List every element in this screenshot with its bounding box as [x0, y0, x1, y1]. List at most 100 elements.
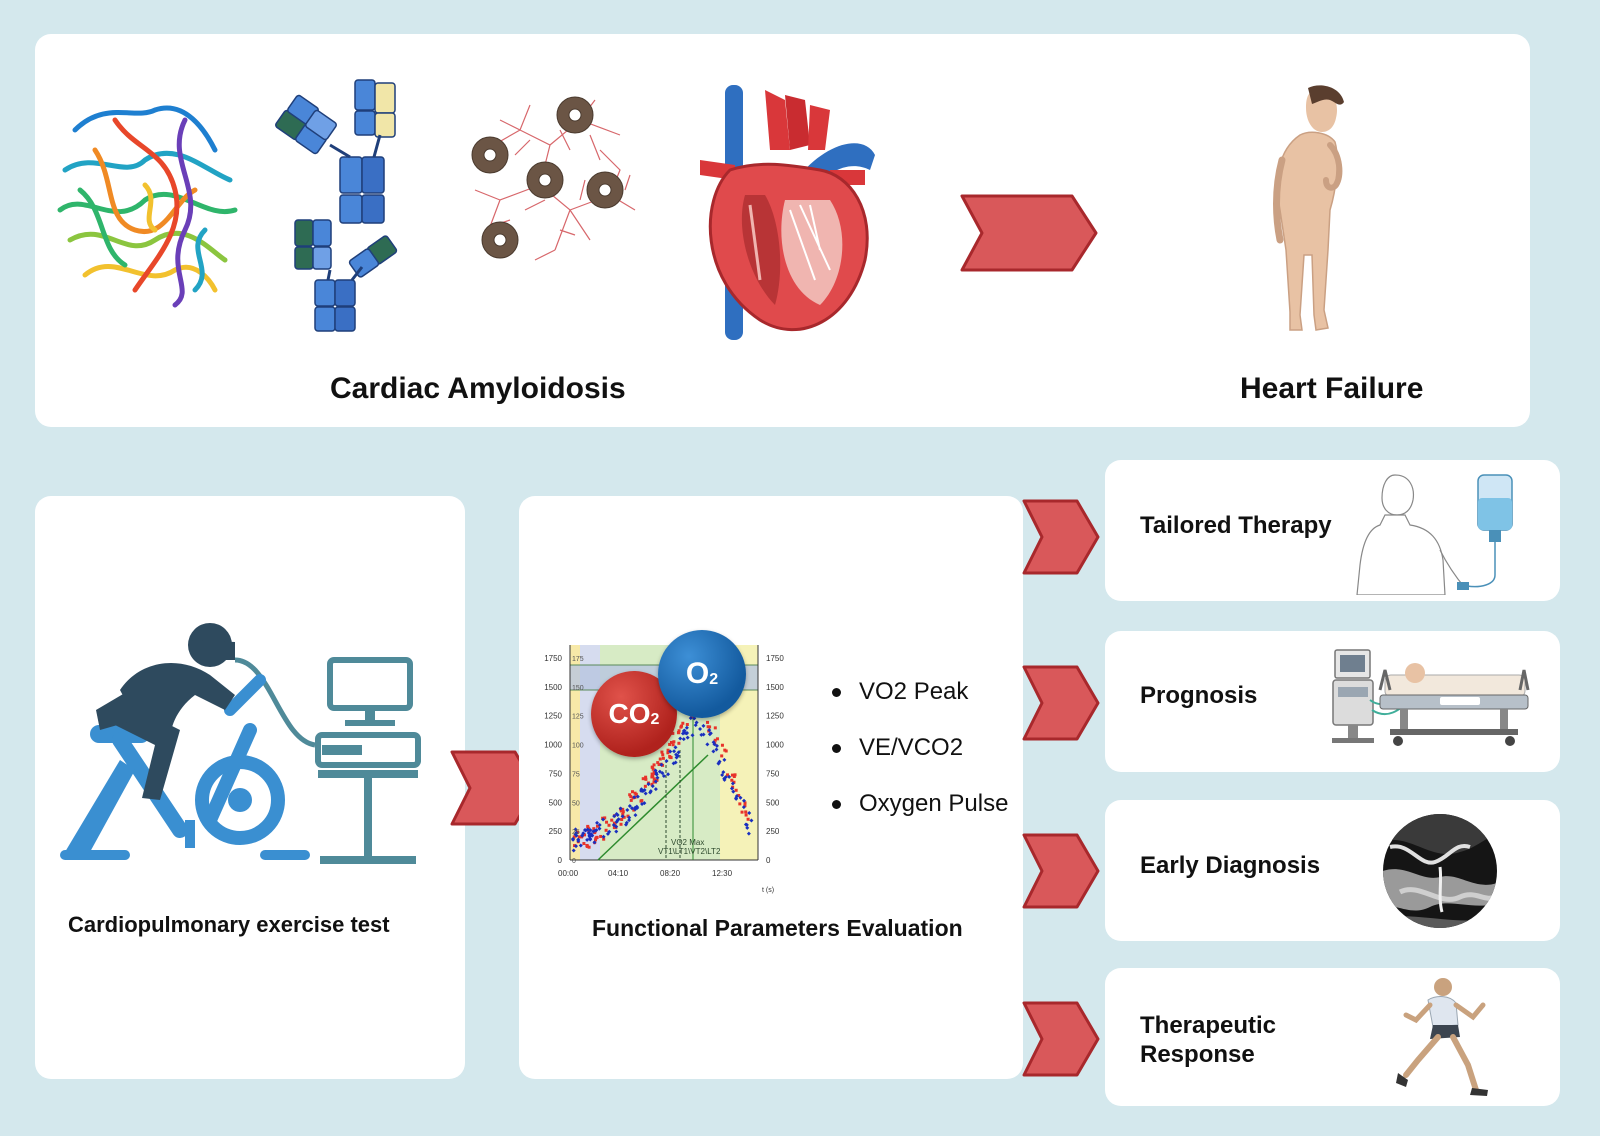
data-point-blue	[698, 726, 703, 731]
data-point-blue	[653, 787, 658, 792]
data-point-red	[595, 835, 599, 839]
y-inner-tick-label: 75	[572, 771, 580, 778]
y-left-tick-label: 250	[549, 827, 563, 836]
parameter-item: VO2 Peak	[832, 664, 1008, 720]
data-point-blue	[716, 761, 721, 766]
data-point-blue	[635, 794, 640, 799]
data-point-blue	[685, 735, 690, 740]
data-point-blue	[701, 723, 706, 728]
y-right-tick-label: 750	[766, 769, 780, 778]
data-point-blue	[574, 830, 579, 835]
data-point-blue	[615, 818, 620, 823]
data-point-blue	[673, 745, 678, 750]
data-point-blue	[668, 749, 673, 754]
data-point-blue	[574, 844, 579, 849]
antibodies-icon	[275, 79, 398, 332]
data-point-blue	[734, 796, 739, 801]
data-point-red	[668, 742, 672, 746]
data-point-red	[587, 845, 591, 849]
data-point-red	[621, 812, 625, 816]
data-point-red	[671, 731, 675, 735]
data-point-blue	[597, 826, 602, 831]
x-tick-label: 12:30	[712, 869, 733, 878]
data-point-red	[619, 822, 623, 826]
data-point-red	[732, 780, 736, 784]
data-point-blue	[685, 730, 690, 735]
heart-failure-label: Heart Failure	[1240, 372, 1424, 405]
outcome-card-therapeutic-response	[1105, 968, 1560, 1106]
data-point-red	[621, 810, 625, 814]
y-inner-tick-label: 50	[572, 800, 580, 807]
data-point-blue	[648, 790, 653, 795]
y-left-tick-label: 1000	[544, 741, 562, 750]
data-point-blue	[672, 749, 677, 754]
x-unit-label: t (s)	[762, 887, 774, 894]
data-point-blue	[634, 804, 639, 809]
data-point-blue	[653, 768, 658, 773]
data-point-blue	[624, 822, 629, 827]
data-point-blue	[714, 747, 719, 752]
data-point-red	[706, 720, 710, 724]
data-point-blue	[749, 818, 754, 823]
data-point-blue	[587, 831, 592, 836]
data-point-blue	[573, 827, 578, 832]
data-point-red	[661, 753, 665, 757]
data-point-blue	[642, 787, 647, 792]
hospital-bed-ventilator-icon	[1332, 649, 1530, 746]
data-point-red	[641, 777, 645, 781]
data-point-blue	[707, 732, 712, 737]
data-point-red	[595, 824, 599, 828]
data-point-blue	[592, 840, 597, 845]
data-point-blue	[571, 848, 576, 853]
data-point-blue	[601, 817, 606, 822]
data-point-red	[740, 810, 744, 814]
data-point-blue	[588, 828, 593, 833]
y-left-tick-label: 1750	[544, 654, 562, 663]
data-point-red	[633, 791, 637, 795]
y-inner-tick-label: 125	[572, 714, 584, 721]
arrow-to-tailored-therapy	[1022, 499, 1100, 575]
data-point-blue	[680, 731, 685, 736]
data-point-blue	[571, 836, 576, 841]
data-point-blue	[597, 822, 602, 827]
data-point-blue	[745, 825, 750, 830]
data-point-red	[639, 799, 643, 803]
data-point-blue	[642, 801, 647, 806]
data-point-red	[730, 773, 734, 777]
data-point-red	[669, 756, 673, 760]
evaluation-label: Functional Parameters Evaluation	[592, 915, 963, 941]
data-point-blue	[614, 819, 619, 824]
bullet-icon	[832, 799, 841, 809]
data-point-blue	[727, 774, 732, 779]
echocardiogram-image-icon	[1383, 814, 1497, 928]
data-point-red	[666, 751, 670, 755]
bullet-icon	[832, 687, 841, 697]
arrow-test-to-evaluation	[450, 750, 538, 826]
data-point-red	[573, 844, 577, 848]
x-tick-label: 00:00	[558, 869, 579, 878]
data-point-blue	[627, 818, 632, 823]
data-point-red	[612, 821, 616, 825]
data-point-blue	[627, 815, 632, 820]
o2-subscript: 2	[709, 671, 719, 688]
data-point-red	[585, 844, 589, 848]
data-point-red	[658, 757, 662, 761]
data-point-blue	[653, 779, 658, 784]
data-point-blue	[612, 814, 617, 819]
data-point-blue	[630, 806, 635, 811]
data-point-red	[620, 817, 624, 821]
data-point-red	[599, 834, 603, 838]
data-point-blue	[614, 829, 619, 834]
y-left-tick-label: 500	[549, 798, 563, 807]
data-point-red	[652, 780, 656, 784]
heart-anatomy-icon	[700, 85, 875, 340]
outcome-label-line2: Response	[1140, 1041, 1255, 1068]
y-left-tick-label: 0	[558, 856, 563, 865]
data-point-red	[720, 743, 724, 747]
data-point-red	[619, 809, 623, 813]
data-point-red	[746, 817, 750, 821]
data-point-blue	[674, 755, 679, 760]
data-point-blue	[655, 775, 660, 780]
data-point-blue	[639, 788, 644, 793]
